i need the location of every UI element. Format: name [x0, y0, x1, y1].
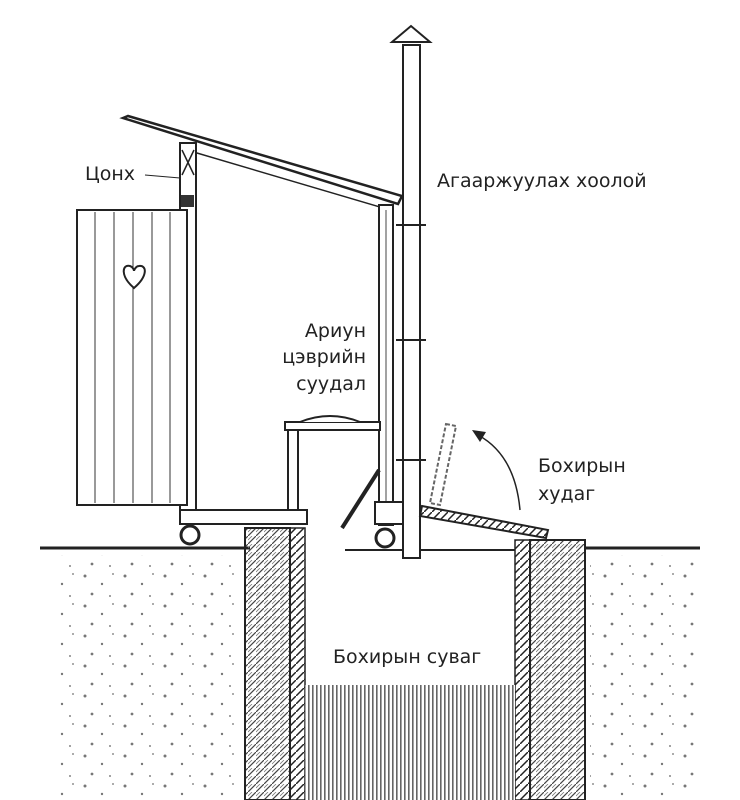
ground	[40, 546, 700, 800]
wheel	[374, 527, 396, 549]
label-window: Цонх	[85, 163, 135, 185]
sewage-fill	[305, 685, 515, 800]
roof	[119, 114, 404, 211]
toilet-seat	[284, 415, 381, 511]
label-sewage-pit: Бохирын суваг	[333, 646, 481, 668]
wheel	[179, 524, 201, 546]
label-vent-pipe: Агааржуулах хоолой	[437, 170, 647, 192]
platform	[179, 501, 406, 549]
heart-icon	[122, 264, 146, 290]
label-toilet-seat-3: суудал	[296, 373, 366, 395]
rear-post	[340, 204, 394, 530]
label-toilet-seat-2: цэврийн	[282, 346, 366, 368]
open-arrow-icon	[477, 434, 521, 511]
vent-pipe	[389, 24, 433, 559]
pit-walls	[244, 527, 586, 800]
door	[76, 209, 188, 506]
label-sewage-lid-2: худаг	[538, 483, 595, 505]
label-sewage-lid-1: Бохирын	[538, 455, 626, 477]
label-toilet-seat-1: Ариун	[305, 320, 366, 342]
sewage-lid	[418, 422, 550, 540]
